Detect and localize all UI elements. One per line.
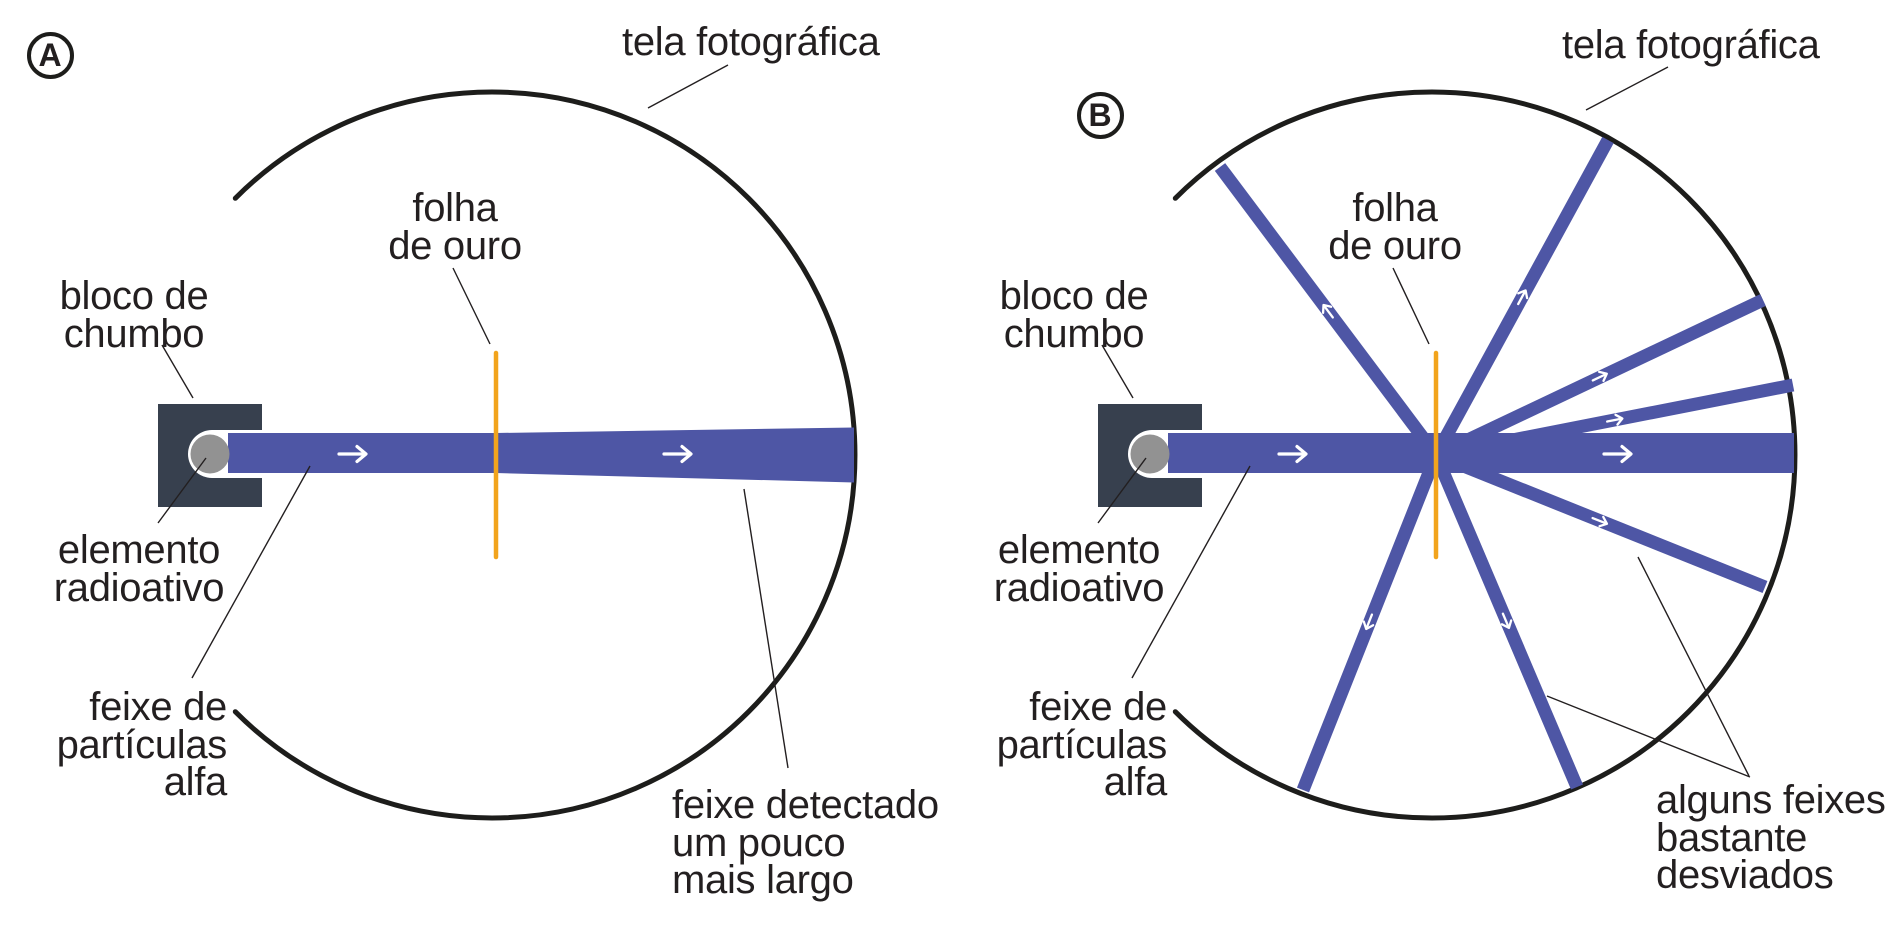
photographic-screen-b	[1172, 89, 1798, 821]
leader-block-b	[1101, 344, 1134, 399]
panel-b-badge: B	[1076, 91, 1124, 139]
panel-a-badge-letter: A	[38, 36, 62, 73]
panel-b	[1097, 66, 1798, 821]
deflected-beams-label-b: alguns feixes bastante desviados	[1656, 778, 1886, 897]
panel-a-badge: A	[26, 31, 74, 79]
panel-b-badge-letter: B	[1088, 96, 1112, 133]
alpha-beam-b-start	[1168, 433, 1208, 473]
source-label-b: elemento radioativo	[993, 528, 1165, 610]
foil-label-b: folha de ouro	[1328, 186, 1462, 268]
panel-a	[157, 64, 858, 821]
leader-block-a	[161, 344, 194, 399]
leader-beam-b	[1131, 465, 1251, 679]
screen-label-b: tela fotográfica	[1562, 23, 1820, 67]
alpha-beam-b	[1151, 433, 1794, 473]
radioactive-source-a	[190, 434, 230, 474]
leader-beam-a	[191, 465, 311, 679]
leader-screen-a	[647, 64, 729, 109]
screen-label-a: tela fotográfica	[622, 20, 880, 64]
block-label-b: bloco de chumbo	[999, 274, 1149, 356]
detected-beam-label-a: feixe detectado um pouco mais largo	[672, 783, 939, 902]
radioactive-source-b	[1130, 434, 1170, 474]
leader-screen-b	[1585, 66, 1669, 111]
block-label-a: bloco de chumbo	[59, 274, 209, 356]
leader-foil-a	[452, 267, 491, 345]
leader-source-b	[1097, 457, 1147, 524]
leader-foil-b	[1392, 267, 1430, 345]
leader-detected-a	[743, 488, 789, 769]
photographic-screen-a	[232, 89, 858, 821]
beam-label-b: feixe de partículas alfa	[996, 685, 1168, 804]
leader-source-a	[157, 457, 207, 524]
foil-label-a: folha de ouro	[388, 186, 522, 268]
source-label-a: elemento radioativo	[53, 528, 225, 610]
beam-label-a: feixe de partículas alfa	[56, 685, 228, 804]
leader-deflected-2	[1546, 695, 1751, 778]
alpha-beam-a-start	[228, 433, 268, 473]
leader-deflected-1	[1637, 556, 1750, 777]
